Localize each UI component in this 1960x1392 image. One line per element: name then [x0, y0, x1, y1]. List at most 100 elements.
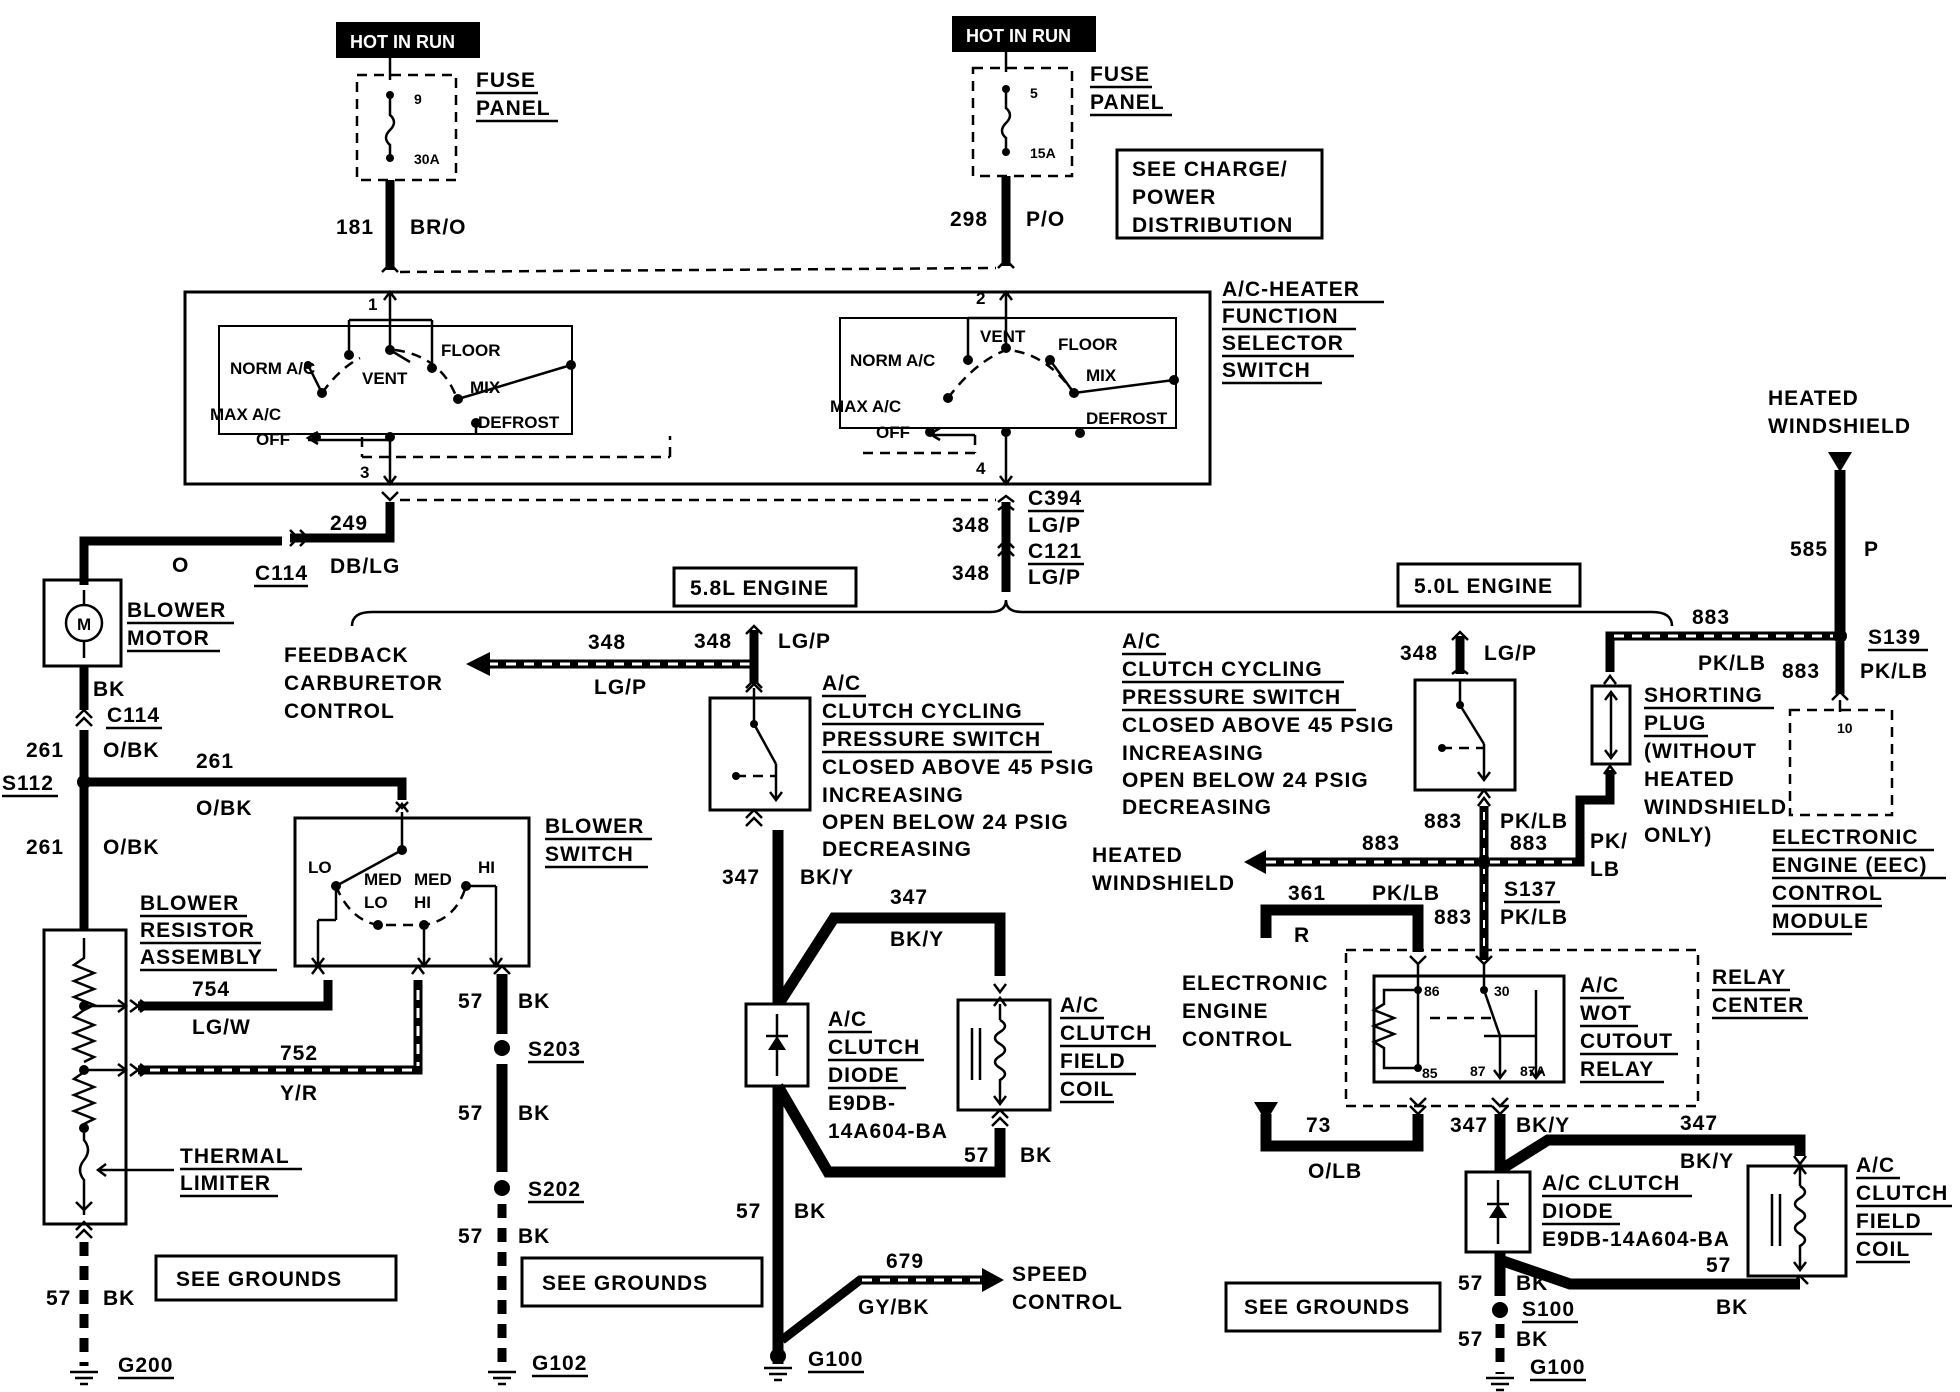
wire-361-color: PK/LB	[1372, 882, 1440, 905]
wire-57-e-num: 57	[964, 1144, 989, 1167]
bs-med-hi-1: MED	[414, 870, 452, 889]
diode2-line3: E9DB-14A604-BA	[1542, 1228, 1730, 1251]
blower-switch-line2: SWITCH	[545, 843, 634, 866]
heated-ws-top-line2: WINDSHIELD	[1768, 415, 1911, 438]
diode2-line1: A/C CLUTCH	[1542, 1172, 1680, 1195]
fuse-panel-1-line2: PANEL	[476, 97, 551, 120]
c114-bottom: C114	[107, 704, 160, 727]
ps2-line5: INCREASING	[1122, 742, 1264, 765]
wire-r: R	[1294, 924, 1310, 947]
coil2-line4: COIL	[1856, 1238, 1910, 1261]
shorting-plug	[1590, 684, 1632, 766]
wire-57-b-color: BK	[518, 990, 550, 1013]
g200: G200	[118, 1354, 173, 1377]
wire-57-f-color: BK	[794, 1200, 826, 1223]
selector-switch-box	[183, 290, 1212, 486]
wot-line1: A/C	[1580, 974, 1619, 997]
coil1-line2: CLUTCH	[1060, 1022, 1152, 1045]
see-charge-line1: SEE CHARGE/	[1132, 158, 1288, 181]
eec-line1: ELECTRONIC	[1772, 826, 1919, 849]
g100-b: G100	[1530, 1356, 1585, 1379]
wire-752-color: Y/R	[280, 1082, 318, 1105]
wire-57-e-color: BK	[1020, 1144, 1052, 1167]
c394: C394	[1028, 487, 1082, 510]
ps1-line4: CLOSED ABOVE 45 PSIG	[822, 756, 1094, 779]
sel-r-vent: VENT	[980, 327, 1026, 346]
wire-347-b-num: 347	[890, 886, 928, 909]
wire-57-i-num: 57	[1458, 1328, 1483, 1351]
relay-pin-86: 86	[1424, 983, 1440, 999]
hot-in-run-label-2	[952, 16, 1096, 52]
shorting-line5: WINDSHIELD	[1644, 796, 1787, 819]
sel-l-floor: FLOOR	[441, 341, 501, 360]
wire-347-a-color: BK/Y	[800, 866, 854, 889]
wire-347-b-color: BK/Y	[890, 928, 944, 951]
fuse-num-5: 5	[1030, 85, 1038, 101]
selector-title-1: A/C-HEATER	[1222, 278, 1360, 301]
blower-motor-line1: BLOWER	[127, 599, 226, 622]
wire-348-e-color: LG/P	[1484, 642, 1537, 665]
speed-control-line1: SPEED	[1012, 1263, 1088, 1286]
blower-motor-symbol: M	[77, 615, 91, 634]
wire-73-num: 73	[1306, 1114, 1331, 1137]
eec-line3: CONTROL	[1772, 882, 1883, 905]
wire-57-h-num: 57	[1458, 1272, 1483, 1295]
thermal-line1: THERMAL	[180, 1145, 290, 1168]
ps1-line6: OPEN BELOW 24 PSIG	[822, 811, 1069, 834]
wire-348-c-color: LG/P	[594, 676, 647, 699]
fuse-panel-2-line2: PANEL	[1090, 91, 1165, 114]
wire-347-d-color: BK/Y	[1680, 1150, 1734, 1173]
eng-control-line2: ENGINE	[1182, 1000, 1269, 1023]
resistor-line3: ASSEMBLY	[140, 946, 263, 969]
wire-298-num: 298	[950, 208, 988, 231]
wire-679-num: 679	[886, 1250, 924, 1273]
wire-249-color: DB/LG	[330, 555, 400, 578]
wire-883-a-num: 883	[1692, 606, 1730, 629]
wire-261-c-color: O/BK	[103, 836, 160, 859]
hot-in-run-text-1: HOT IN RUN	[350, 32, 455, 52]
sel-l-norm: NORM A/C	[230, 359, 315, 378]
sel-l-vent: VENT	[362, 369, 408, 388]
wire-883-g: 883	[1434, 906, 1472, 929]
diode1-line1: A/C	[828, 1008, 867, 1031]
wot-cutout-relay	[1372, 974, 1566, 1084]
c121-color: LG/P	[1028, 566, 1081, 589]
diode1-line2: CLUTCH	[828, 1036, 920, 1059]
feedback-line2: CARBURETOR	[284, 672, 443, 695]
s139: S139	[1868, 626, 1921, 649]
g102: G102	[532, 1352, 587, 1375]
wot-line2: WOT	[1580, 1002, 1632, 1025]
wire-57-i-color: BK	[1516, 1328, 1548, 1351]
see-grounds-3: SEE GROUNDS	[1244, 1296, 1410, 1319]
coil1-line4: COIL	[1060, 1078, 1114, 1101]
see-grounds-box-2	[520, 1256, 764, 1308]
wire-57-f-num: 57	[736, 1200, 761, 1223]
wire-585-num: 585	[1790, 538, 1828, 561]
coil1-line1: A/C	[1060, 994, 1099, 1017]
ps2-line6: OPEN BELOW 24 PSIG	[1122, 769, 1369, 792]
wire-348-e: 348	[1400, 642, 1438, 665]
wire-361-num: 361	[1288, 882, 1326, 905]
selector-title-4: SWITCH	[1222, 359, 1311, 382]
relay-center	[1344, 948, 1700, 1108]
bs-med-hi-2: HI	[414, 893, 431, 912]
selector-title-3: SELECTOR	[1222, 332, 1344, 355]
wire-348-b: 348	[952, 562, 990, 585]
wire-752-num: 752	[280, 1042, 318, 1065]
wire-883-d-num: 883	[1362, 832, 1400, 855]
fuse-num-9: 9	[414, 91, 422, 107]
pressure-switch-2	[1413, 678, 1517, 792]
relay-pin-87a: 87A	[1520, 1063, 1546, 1079]
fuse-panel-1	[355, 73, 458, 182]
diode1-line5: 14A604-BA	[828, 1120, 948, 1143]
bs-med-lo-1: MED	[364, 870, 402, 889]
resistor-line2: RESISTOR	[140, 919, 255, 942]
bs-hi: HI	[478, 858, 495, 877]
wire-348-a: 348	[952, 514, 990, 537]
shorting-line2: PLUG	[1644, 712, 1706, 735]
coil2-line3: FIELD	[1856, 1210, 1922, 1233]
blower-bk: BK	[93, 678, 125, 701]
pressure-switch-1	[708, 696, 812, 812]
wire-57-c-num: 57	[458, 1102, 483, 1125]
ps2-line7: DECREASING	[1122, 796, 1272, 819]
